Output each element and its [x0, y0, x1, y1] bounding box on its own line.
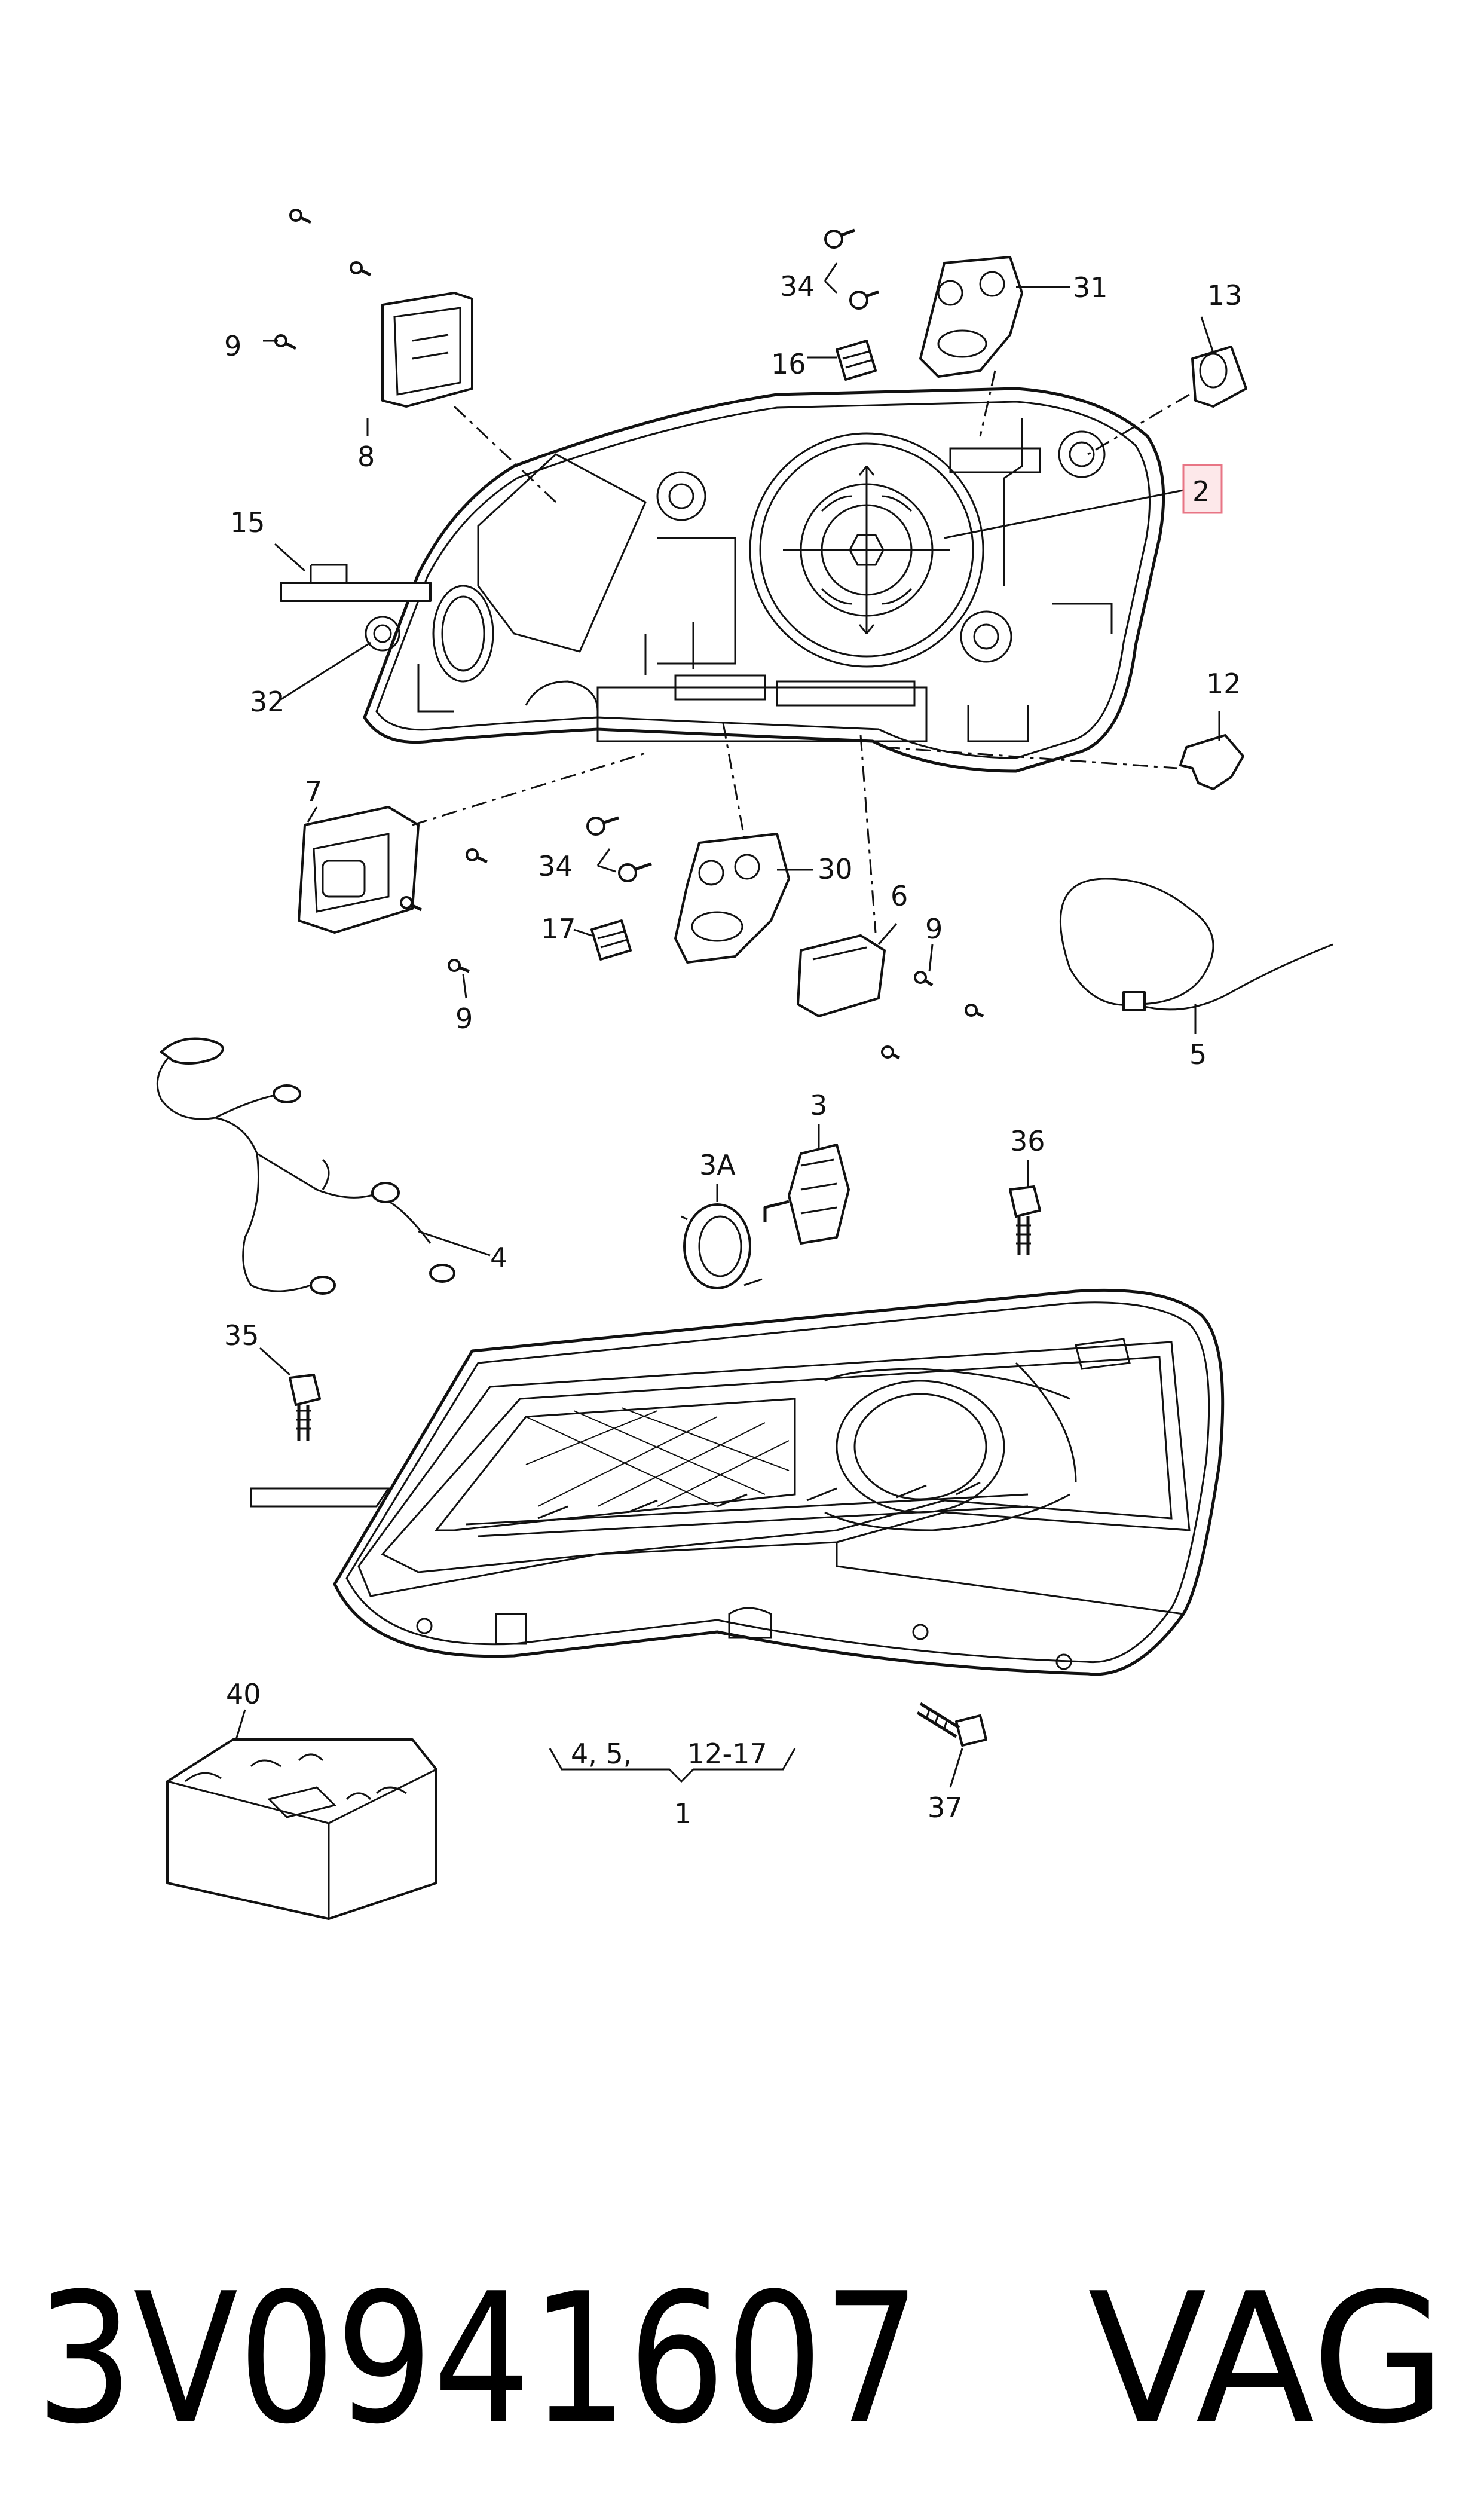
highlight-box-part-2: [1182, 464, 1223, 514]
bracket-part-30: [674, 833, 790, 964]
callout-12: 12: [1206, 668, 1241, 700]
callout-labels: 34 31 13 9 16 8 2 15 32 12 7 34 30 6 17 …: [224, 270, 1243, 1830]
module-part-6: [797, 934, 886, 1017]
callout-36: 36: [1010, 1125, 1045, 1157]
bulb-holder-part-3a: [681, 1203, 763, 1289]
callout-15: 15: [230, 506, 265, 539]
callout-31: 31: [1073, 271, 1108, 304]
leader-lines: [235, 262, 1220, 1788]
bolt-part-37: [916, 1702, 987, 1747]
callout-3: 3: [810, 1089, 827, 1121]
callout-group-right: 12-17: [687, 1738, 767, 1770]
callout-16: 16: [771, 348, 806, 380]
headlight-housing-rear: [363, 387, 1165, 773]
callout-9-right: 9: [925, 913, 943, 945]
callout-34-mid: 34: [538, 850, 573, 882]
callout-9-bottom: 9: [455, 1002, 473, 1035]
callout-34-top: 34: [780, 270, 815, 302]
bolt-part-36: [1009, 1185, 1041, 1255]
callout-9-left: 9: [224, 330, 241, 362]
plug-part-17: [590, 919, 632, 961]
callout-35: 35: [224, 1319, 259, 1352]
wiring-harness-part-4: [156, 1037, 455, 1295]
grommet-part-32: [365, 616, 400, 652]
plug-part-16: [836, 340, 877, 381]
bulb-part-3: [763, 1144, 850, 1245]
bolt-part-35: [289, 1374, 321, 1441]
callout-37: 37: [928, 1792, 963, 1824]
callout-group-left: 4, 5,: [571, 1738, 632, 1770]
callout-1: 1: [674, 1797, 691, 1830]
callout-3a: 3A: [699, 1149, 736, 1181]
headlight-assembly-front: [250, 1288, 1225, 1676]
clip-part-12: [1179, 734, 1244, 790]
brand-name: VAG: [1088, 2255, 1446, 2463]
callout-30: 30: [818, 853, 853, 885]
control-module-part-8: [381, 292, 473, 408]
callout-6: 6: [891, 880, 908, 912]
callout-5: 5: [1189, 1038, 1207, 1071]
part-number: 3V0941607: [36, 2255, 920, 2463]
connector-part-15: [280, 564, 432, 602]
repair-kit-part-40: [166, 1738, 437, 1920]
callout-40: 40: [226, 1678, 261, 1710]
callout-13: 13: [1207, 279, 1243, 311]
module-part-7: [298, 806, 420, 934]
clip-part-13: [1191, 346, 1247, 408]
callout-32: 32: [250, 686, 285, 718]
screws-small: [274, 209, 984, 1060]
callout-7: 7: [305, 775, 322, 808]
callout-2: 2: [1192, 475, 1210, 508]
callout-8: 8: [357, 441, 375, 473]
callout-4: 4: [490, 1242, 507, 1274]
cable-part-5: [1059, 878, 1333, 1011]
callout-17: 17: [541, 913, 576, 945]
bracket-part-31: [919, 256, 1023, 378]
